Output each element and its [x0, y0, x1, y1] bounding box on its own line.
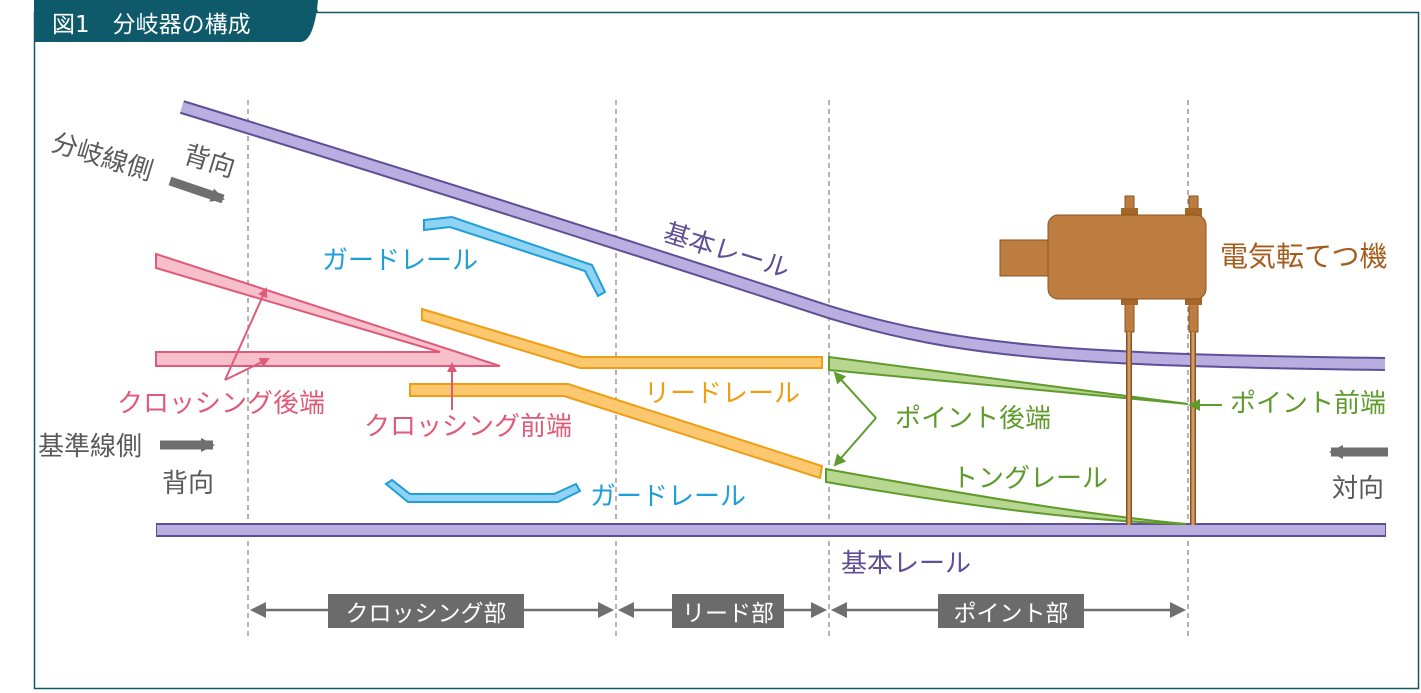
label-guard-rail-top: ガードレール: [322, 246, 478, 276]
crossing-frog: [155, 252, 501, 367]
label-guard-rail-bottom: ガードレール: [590, 482, 746, 512]
tongue-rail-upper: [828, 355, 1189, 405]
point-machine: [999, 195, 1207, 525]
section-label-crossing: クロッシング部: [346, 601, 507, 627]
label-lead-rail: リードレール: [644, 379, 800, 409]
section-guide-lines: [247, 100, 1189, 640]
label-facing: 対向: [1332, 474, 1384, 504]
label-main-side: 基準線側: [38, 432, 142, 462]
label-crossing-heel: クロッシング後端: [117, 389, 325, 419]
label-trailing-top: 背向: [180, 140, 239, 184]
tongue-rail-lower: [825, 467, 1187, 525]
guard-rail-bottom: [384, 478, 582, 503]
arrow-point-heel-upper: [833, 371, 877, 419]
arrow-branch-trailing: [168, 176, 225, 204]
label-point-heel: ポイント後端: [895, 404, 1051, 434]
section-badge-point: [938, 594, 1084, 628]
arrow-crossing-heel-upper: [224, 287, 268, 381]
arrow-point-heel-lower: [833, 417, 877, 467]
lead-rail-upper: [421, 307, 823, 369]
label-basic-rail-bottom: 基本レール: [841, 549, 971, 579]
section-label-lead: リード部: [682, 601, 774, 627]
section-badge-crossing: [328, 594, 524, 628]
section-badge-lead: [672, 594, 784, 628]
guard-rail-top: [423, 215, 607, 298]
arrow-crossing-heel-lower: [224, 358, 270, 381]
label-point-machine: 電気転てつ機: [1220, 240, 1387, 273]
label-point-toe: ポイント前端: [1230, 389, 1386, 419]
annotation-arrows: [224, 287, 1222, 467]
section-label-point: ポイント部: [954, 601, 1069, 627]
label-crossing-toe: クロッシング前端: [364, 412, 572, 442]
label-trailing-bottom: 背向: [162, 469, 214, 499]
figure-border: [33, 11, 1420, 690]
label-tongue-rail: トングレール: [952, 464, 1108, 494]
label-branch-side: 分岐線側: [48, 128, 156, 187]
figure-title: 図1 分岐器の構成: [52, 12, 251, 38]
